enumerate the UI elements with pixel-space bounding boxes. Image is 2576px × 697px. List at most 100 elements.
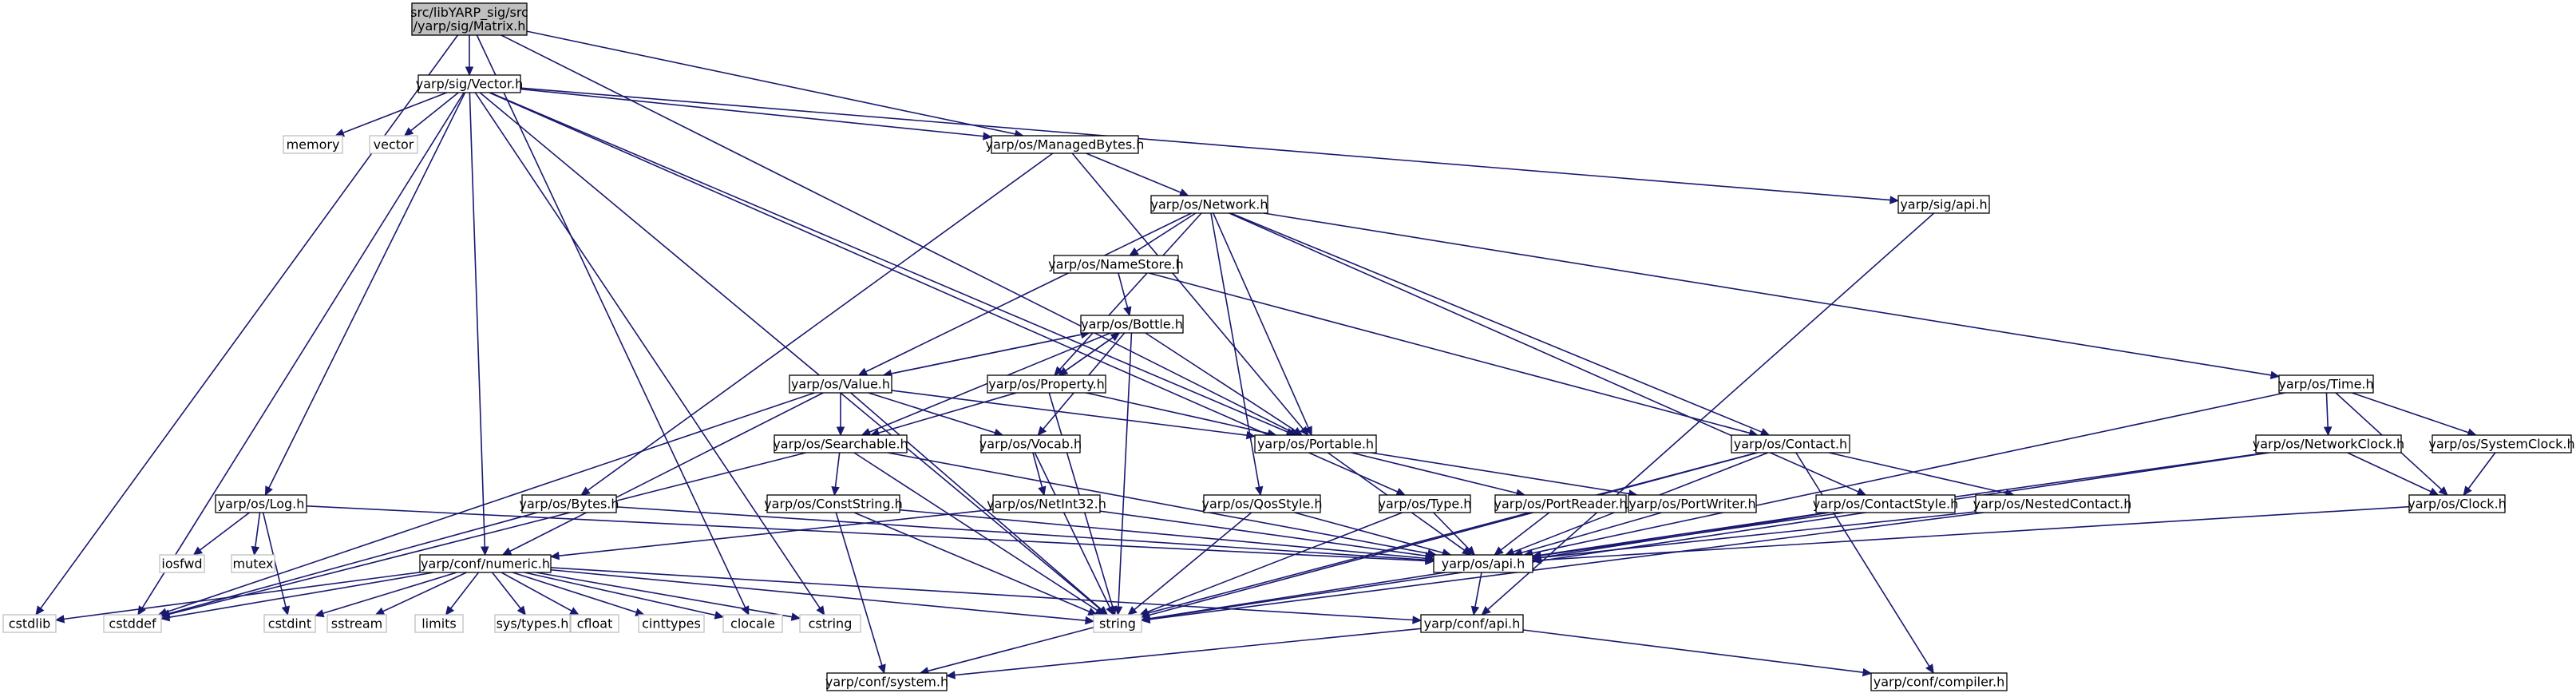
edge-numeric-to-string: [550, 568, 1086, 622]
node-netint32[interactable]: yarp/os/NetInt32.h: [987, 494, 1106, 513]
node-iosfwd: iosfwd: [159, 554, 205, 573]
arrowhead-clock-to-osapi: [1531, 556, 1541, 564]
arrowhead-numeric-to-cfloat: [569, 607, 580, 616]
arrowhead-namestore-to-bottle: [1123, 306, 1132, 317]
node-mutex-label: mutex: [232, 556, 273, 572]
arrowhead-vocab-to-string: [1106, 605, 1114, 616]
node-qosstyle[interactable]: yarp/os/QosStyle.h: [1201, 494, 1323, 513]
node-networkclock[interactable]: yarp/os/NetworkClock.h: [2253, 434, 2404, 453]
node-type[interactable]: yarp/os/Type.h: [1379, 494, 1472, 513]
edge-managedbytes-to-portable: [1071, 152, 1304, 430]
edge-value-to-cstddef: [165, 392, 815, 613]
node-confsystem[interactable]: yarp/conf/system.h: [825, 672, 948, 691]
arrowhead-conststring-to-confsystem: [877, 663, 886, 675]
arrowhead-time-to-clock: [2438, 486, 2448, 496]
node-sigapi[interactable]: yarp/sig/api.h: [1897, 195, 1990, 214]
node-portreader[interactable]: yarp/os/PortReader.h: [1494, 494, 1628, 513]
edge-portable-to-portreader: [1351, 452, 1518, 494]
edge-vocab-to-string: [1034, 452, 1111, 608]
edge-root-to-portable: [501, 34, 1292, 433]
edge-time-to-systemclock: [2352, 392, 2469, 434]
edge-numeric-to-limits: [449, 572, 480, 609]
node-network[interactable]: yarp/os/Network.h: [1150, 195, 1268, 214]
arrowhead-searchable-to-conststring: [831, 485, 840, 497]
arrowhead-network-to-portable: [1304, 426, 1312, 437]
node-nestedcontact-box: [1975, 494, 2130, 513]
node-portwriter[interactable]: yarp/os/PortWriter.h: [1628, 494, 1757, 513]
node-numeric[interactable]: yarp/conf/numeric.h: [419, 554, 552, 573]
edge-numeric-to-cinttypes: [512, 572, 637, 613]
edge-vocab-to-netint32: [1032, 452, 1043, 488]
edge-property-to-bottle: [1058, 337, 1114, 376]
node-qosstyle-box: [1203, 494, 1321, 513]
edge-managedbytes-to-bytes: [587, 152, 1054, 491]
edge-conststring-to-osapi: [899, 509, 1426, 560]
edge-portreader-to-osapi: [1500, 512, 1550, 551]
node-managedbytes[interactable]: yarp/os/ManagedBytes.h: [986, 135, 1145, 154]
node-vector_h-box: [417, 74, 521, 93]
edge-type-to-string: [1147, 512, 1403, 613]
edge-vector_h-to-numeric: [469, 92, 486, 548]
edge-numeric-to-sstream: [382, 572, 467, 612]
arrowhead-root-to-cstdlib: [35, 605, 45, 616]
arrowhead-network-to-contact: [1759, 428, 1771, 436]
node-cinttypes-box: [638, 614, 705, 633]
node-cstring-box: [799, 614, 861, 633]
node-bytes-box: [521, 494, 617, 513]
node-clocale-box: [722, 614, 783, 633]
edge-network-to-contact: [1230, 212, 1763, 433]
node-systemclock[interactable]: yarp/os/SystemClock.h: [2428, 434, 2575, 453]
node-nestedcontact[interactable]: yarp/os/NestedContact.h: [1973, 494, 2132, 513]
node-portreader-label: yarp/os/PortReader.h: [1494, 497, 1627, 512]
node-osapi[interactable]: yarp/os/api.h: [1433, 554, 1533, 573]
arrowhead-numeric-to-limits: [445, 605, 455, 616]
arrowhead-bottle-to-portable: [1292, 426, 1304, 436]
node-limits-label: limits: [421, 616, 457, 632]
edge-contact-to-nestedcontact: [1828, 452, 2007, 494]
arrowhead-vector_h-to-managedbytes: [983, 132, 993, 141]
node-property[interactable]: yarp/os/Property.h: [987, 374, 1106, 394]
edge-vector_h-to-string: [479, 92, 1102, 611]
edge-confapi-to-confsystem: [954, 628, 1422, 676]
node-namestore-box: [1053, 255, 1179, 274]
edge-contact-to-confcompiler: [1795, 452, 1930, 667]
node-cfloat-box: [570, 614, 619, 633]
node-portable-box: [1254, 434, 1377, 453]
node-log[interactable]: yarp/os/Log.h: [215, 494, 307, 513]
node-vector-label: vector: [374, 137, 414, 152]
node-contactstyle[interactable]: yarp/os/ContactStyle.h: [1813, 494, 1959, 513]
node-osapi-label: yarp/os/api.h: [1442, 556, 1525, 572]
node-clock[interactable]: yarp/os/Clock.h: [2408, 494, 2507, 513]
node-cstddef-box: [103, 614, 162, 633]
node-confcompiler[interactable]: yarp/conf/compiler.h: [1870, 672, 2008, 691]
node-searchable[interactable]: yarp/os/Searchable.h: [773, 434, 908, 453]
node-cstdint: cstdint: [263, 614, 316, 633]
node-portable[interactable]: yarp/os/Portable.h: [1254, 434, 1377, 453]
edge-osapi-to-confapi: [1474, 572, 1482, 608]
node-value[interactable]: yarp/os/Value.h: [789, 374, 892, 394]
arrowhead-numeric-to-cstring: [790, 612, 801, 621]
edge-networkclock-to-clock: [2347, 452, 2432, 493]
node-confapi[interactable]: yarp/conf/api.h: [1420, 614, 1524, 633]
node-vocab[interactable]: yarp/os/Vocab.h: [979, 434, 1082, 453]
node-contact-box: [1731, 434, 1850, 453]
node-time-box: [2278, 374, 2374, 394]
arrowhead-vector_h-to-vector: [403, 127, 414, 137]
node-time[interactable]: yarp/os/Time.h: [2278, 374, 2374, 394]
node-contact[interactable]: yarp/os/Contact.h: [1731, 434, 1850, 453]
node-vocab-label: yarp/os/Vocab.h: [979, 437, 1082, 452]
node-vector_h[interactable]: yarp/sig/Vector.h: [416, 74, 523, 93]
node-conststring[interactable]: yarp/os/ConstString.h: [764, 494, 903, 513]
node-root[interactable]: src/libYARP_sig/src/yarp/sig/Matrix.h: [410, 2, 528, 36]
edge-vector_h-to-memory: [342, 92, 447, 134]
edge-searchable-to-osapi: [887, 452, 1429, 554]
arrowhead-root-to-clocale: [741, 605, 750, 616]
node-namestore[interactable]: yarp/os/NameStore.h: [1048, 255, 1184, 274]
arrowhead-type-to-string: [1139, 608, 1150, 616]
node-bottle[interactable]: yarp/os/Bottle.h: [1080, 315, 1184, 334]
arrowhead-property-to-bottle: [1110, 332, 1121, 342]
node-cfloat-label: cfloat: [577, 616, 613, 632]
node-contactstyle-box: [1815, 494, 1956, 513]
node-contact-label: yarp/os/Contact.h: [1734, 437, 1847, 452]
node-bytes[interactable]: yarp/os/Bytes.h: [519, 494, 619, 513]
